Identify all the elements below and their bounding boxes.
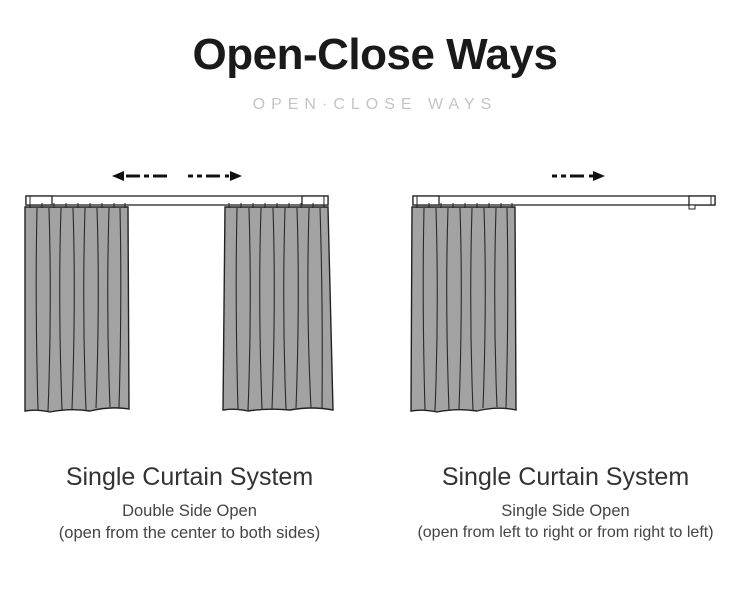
arrow-left-icon xyxy=(112,171,167,181)
curtain-panel-single xyxy=(410,203,517,413)
panel-mode-single: Single Side Open xyxy=(501,502,630,520)
curtain-rail xyxy=(25,195,329,206)
arrow-right-icon xyxy=(188,171,242,181)
single-open-system xyxy=(410,171,716,413)
arrow-right-icon xyxy=(552,171,605,181)
curtain-rail xyxy=(412,195,716,210)
panel-mode-double: Double Side Open xyxy=(122,502,257,520)
double-open-system xyxy=(24,171,334,413)
panel-title-single: Single Curtain System xyxy=(441,463,690,491)
curtain-panel-left xyxy=(24,203,130,413)
panel-title-double: Single Curtain System xyxy=(65,463,314,491)
panel-description-single: (open from left to right or from right t… xyxy=(417,524,714,541)
page-subtitle: OPEN·CLOSE WAYS xyxy=(252,96,498,113)
panel-description-double: (open from the center to both sides) xyxy=(58,524,321,542)
page-title: Open-Close Ways xyxy=(192,30,558,79)
curtain-panel-right xyxy=(222,203,334,412)
